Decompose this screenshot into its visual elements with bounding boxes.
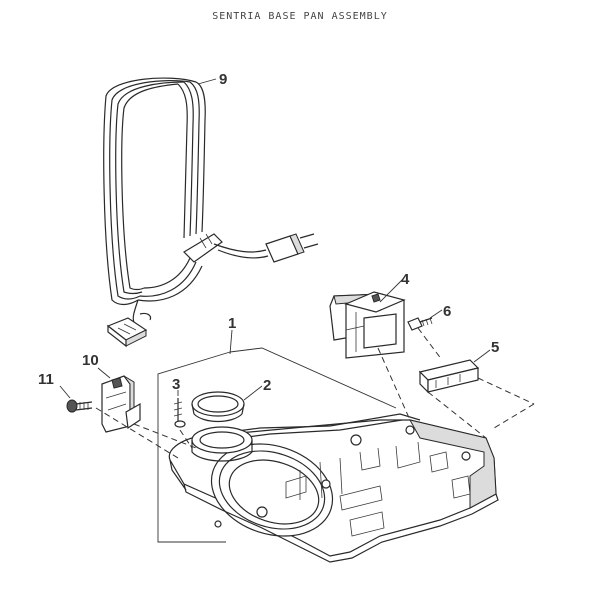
base-pan-part: 1 bbox=[168, 315, 499, 563]
small-screw-part: 3 bbox=[172, 376, 186, 428]
callout-4: 4 bbox=[401, 271, 410, 288]
bracket-screw-part: 6 bbox=[407, 303, 451, 331]
power-cord-part: 9 bbox=[103, 71, 319, 348]
gasket-part: 2 bbox=[191, 377, 271, 423]
page-title: SENTRIA BASE PAN ASSEMBLY bbox=[212, 11, 388, 22]
clip-part: 10 bbox=[82, 352, 141, 433]
callout-9: 9 bbox=[219, 71, 227, 88]
callout-10: 10 bbox=[82, 352, 99, 369]
clip-screw-part: 11 bbox=[38, 371, 93, 413]
callout-11: 11 bbox=[38, 371, 54, 388]
assembly-guide-lines bbox=[95, 327, 535, 459]
callout-1: 1 bbox=[228, 315, 236, 332]
callout-5: 5 bbox=[491, 339, 499, 356]
cover-part: 5 bbox=[418, 339, 499, 394]
callout-6: 6 bbox=[443, 303, 451, 320]
callout-3: 3 bbox=[172, 376, 180, 393]
assembly-bracket-lines bbox=[157, 347, 397, 543]
callout-2: 2 bbox=[263, 377, 271, 394]
bracket-part: 4 bbox=[329, 271, 410, 359]
